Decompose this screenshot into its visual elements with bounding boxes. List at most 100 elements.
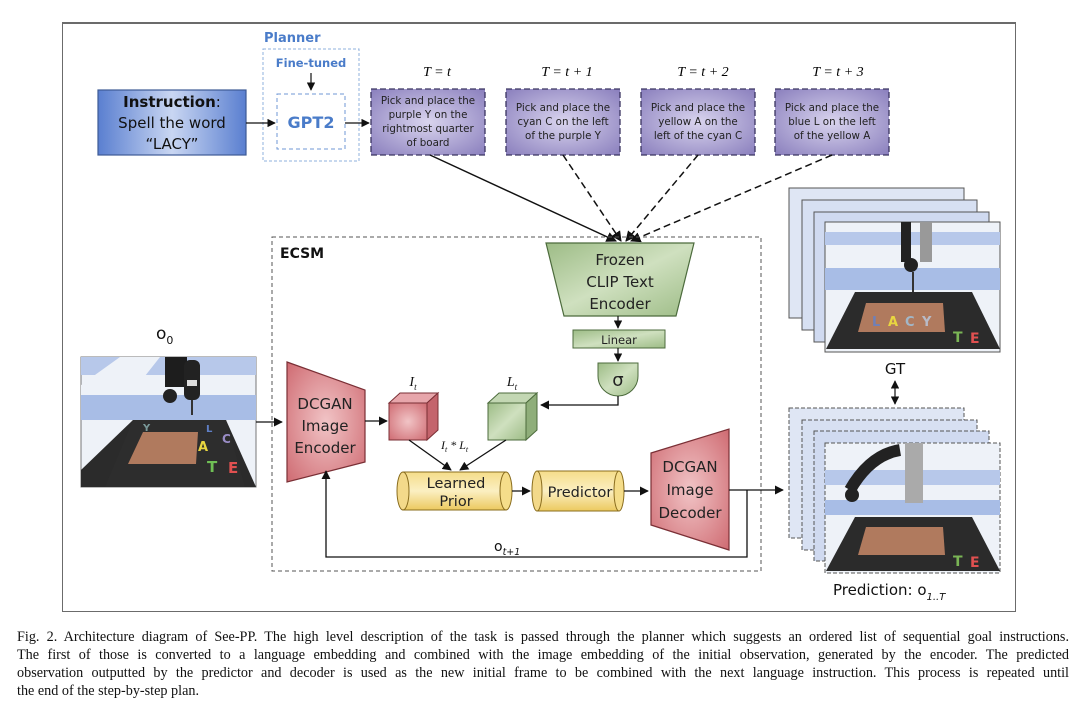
goal-time-label: T = t + 2 — [677, 65, 728, 80]
linear-label: Linear — [601, 333, 637, 347]
goal-time-label: T = t + 1 — [541, 65, 592, 80]
goal-line: Pick and place the — [785, 102, 879, 114]
initial-observation-image: Y L C A T E — [80, 356, 257, 488]
goal-box — [774, 88, 890, 156]
decoder-line: Image — [667, 481, 714, 499]
goal-line: cyan C on the left — [517, 116, 608, 128]
letter-tile: Y — [142, 423, 151, 434]
decoder-line: Decoder — [658, 504, 722, 522]
feedback-loop-arrow — [321, 470, 748, 558]
instruction-line: “LACY” — [146, 135, 199, 153]
feedback-label: ot+1 — [494, 539, 520, 558]
it-label: It — [408, 375, 417, 392]
goal-line: Pick and place the — [381, 95, 475, 107]
lt-label: Lt — [506, 375, 518, 392]
planner-box — [262, 48, 360, 162]
ecsm-region — [271, 236, 762, 572]
dcgan-image-encoder: DCGAN Image Encoder — [286, 361, 366, 483]
sigma-activation: σ — [597, 362, 639, 397]
goal-to-clip-arrow — [625, 154, 699, 242]
architecture-diagram: Planner Fine-tuned GPT2 Instruction: Spe… — [80, 31, 1001, 603]
gt-label: GT — [885, 360, 906, 378]
planner-title: Planner — [264, 31, 321, 46]
prediction-frame: T E — [824, 442, 1001, 574]
language-embedding-cube: Lt — [486, 375, 539, 442]
goal-step: T = t + 3 Pick and place the blue L on t… — [774, 65, 890, 156]
goal-line: yellow A on the — [658, 116, 737, 128]
ground-truth-frame: L A C Y T E — [824, 221, 1001, 353]
ground-truth-frames: L A C Y T E — [788, 187, 1001, 353]
lt-to-prior-arrow — [459, 439, 507, 471]
letter-tile: C — [222, 432, 231, 446]
side-letter: T — [953, 554, 963, 570]
encoder-line: Image — [302, 417, 349, 435]
clip-line: CLIP Text — [586, 273, 654, 291]
predictor: Predictor — [531, 470, 625, 512]
instruction-box: Instruction: Spell the word “LACY” — [97, 89, 247, 156]
gpt2-label: GPT2 — [288, 113, 335, 132]
sigma-label: σ — [612, 370, 623, 391]
board-letter: Y — [921, 315, 932, 330]
clip-line: Frozen — [595, 251, 644, 269]
goal-line: purple Y on the — [389, 109, 468, 121]
goal-step: T = t + 2 Pick and place the yellow A on… — [640, 65, 756, 156]
linear-layer: Linear — [572, 329, 666, 349]
prior-line: Learned — [427, 476, 486, 492]
goal-line: Pick and place the — [516, 102, 610, 114]
goal-time-label: T = t + 3 — [812, 65, 863, 80]
board-letter: C — [905, 315, 915, 330]
clip-text-encoder: Frozen CLIP Text Encoder — [545, 242, 695, 317]
learned-prior: Learned Prior — [396, 471, 513, 511]
goal-box — [505, 88, 621, 156]
goal-line: Pick and place the — [651, 102, 745, 114]
board-letter: A — [888, 315, 898, 330]
goal-line: of the yellow A — [794, 130, 871, 142]
side-letter: T — [953, 330, 963, 346]
sigma-to-lt-arrow — [540, 396, 619, 410]
caption-line: observation outputted by the predictor a… — [17, 665, 1069, 681]
encoder-line: DCGAN — [297, 395, 352, 413]
goal-line: rightmost quarter — [382, 123, 474, 135]
figure-caption: Fig. 2. Architecture diagram of See-PP. … — [17, 628, 1069, 700]
board-letter: L — [872, 315, 880, 330]
side-letter: E — [970, 555, 980, 571]
ecsm-title: ECSM — [280, 246, 324, 262]
caption-line: Fig. 2. Architecture diagram of See-PP. … — [17, 629, 1069, 645]
prior-line: Prior — [439, 494, 472, 510]
goal-step: T = t + 1 Pick and place the cyan C on t… — [505, 65, 621, 156]
goal-box — [370, 88, 486, 156]
caption-line: The first of those is converted to a lan… — [17, 647, 1069, 663]
predictor-label: Predictor — [548, 485, 613, 501]
product-label: It * Lt — [440, 438, 469, 454]
letter-tile: T — [207, 458, 218, 476]
instruction-line: Spell the word — [118, 114, 226, 132]
instruction-title: Instruction: — [123, 93, 221, 111]
goal-line: of the purple Y — [525, 130, 602, 142]
clip-line: Encoder — [589, 295, 651, 313]
goal-step: T = t Pick and place the purple Y on the… — [370, 65, 486, 156]
goal-box — [640, 88, 756, 156]
prediction-label: Prediction: o1..T — [833, 581, 946, 603]
goal-line: left of the cyan C — [654, 130, 742, 142]
decoder-line: DCGAN — [662, 458, 717, 476]
letter-tile: L — [206, 424, 213, 435]
goal-line: of board — [407, 137, 450, 149]
caption-line: the end of the step-by-step plan. — [17, 683, 200, 699]
letter-tile: E — [228, 459, 238, 477]
goal-to-clip-arrow — [562, 154, 622, 242]
goal-sequence: T = t Pick and place the purple Y on the… — [370, 65, 890, 156]
goal-to-clip-arrow — [429, 154, 617, 242]
prediction-frames: T E — [788, 407, 1001, 574]
initial-observation-label: o0 — [156, 324, 173, 347]
goal-line: blue L on the left — [788, 116, 876, 128]
finetuned-label: Fine-tuned — [276, 56, 346, 70]
goal-to-clip-arrow — [630, 154, 833, 243]
goal-time-label: T = t — [423, 65, 452, 80]
it-to-prior-arrow — [408, 439, 452, 471]
planner: Planner Fine-tuned GPT2 — [262, 31, 360, 162]
encoder-line: Encoder — [294, 439, 356, 457]
side-letter: E — [970, 331, 980, 347]
image-embedding-cube: It — [387, 375, 440, 442]
gpt2-box — [276, 93, 346, 150]
letter-tile: A — [198, 440, 208, 455]
